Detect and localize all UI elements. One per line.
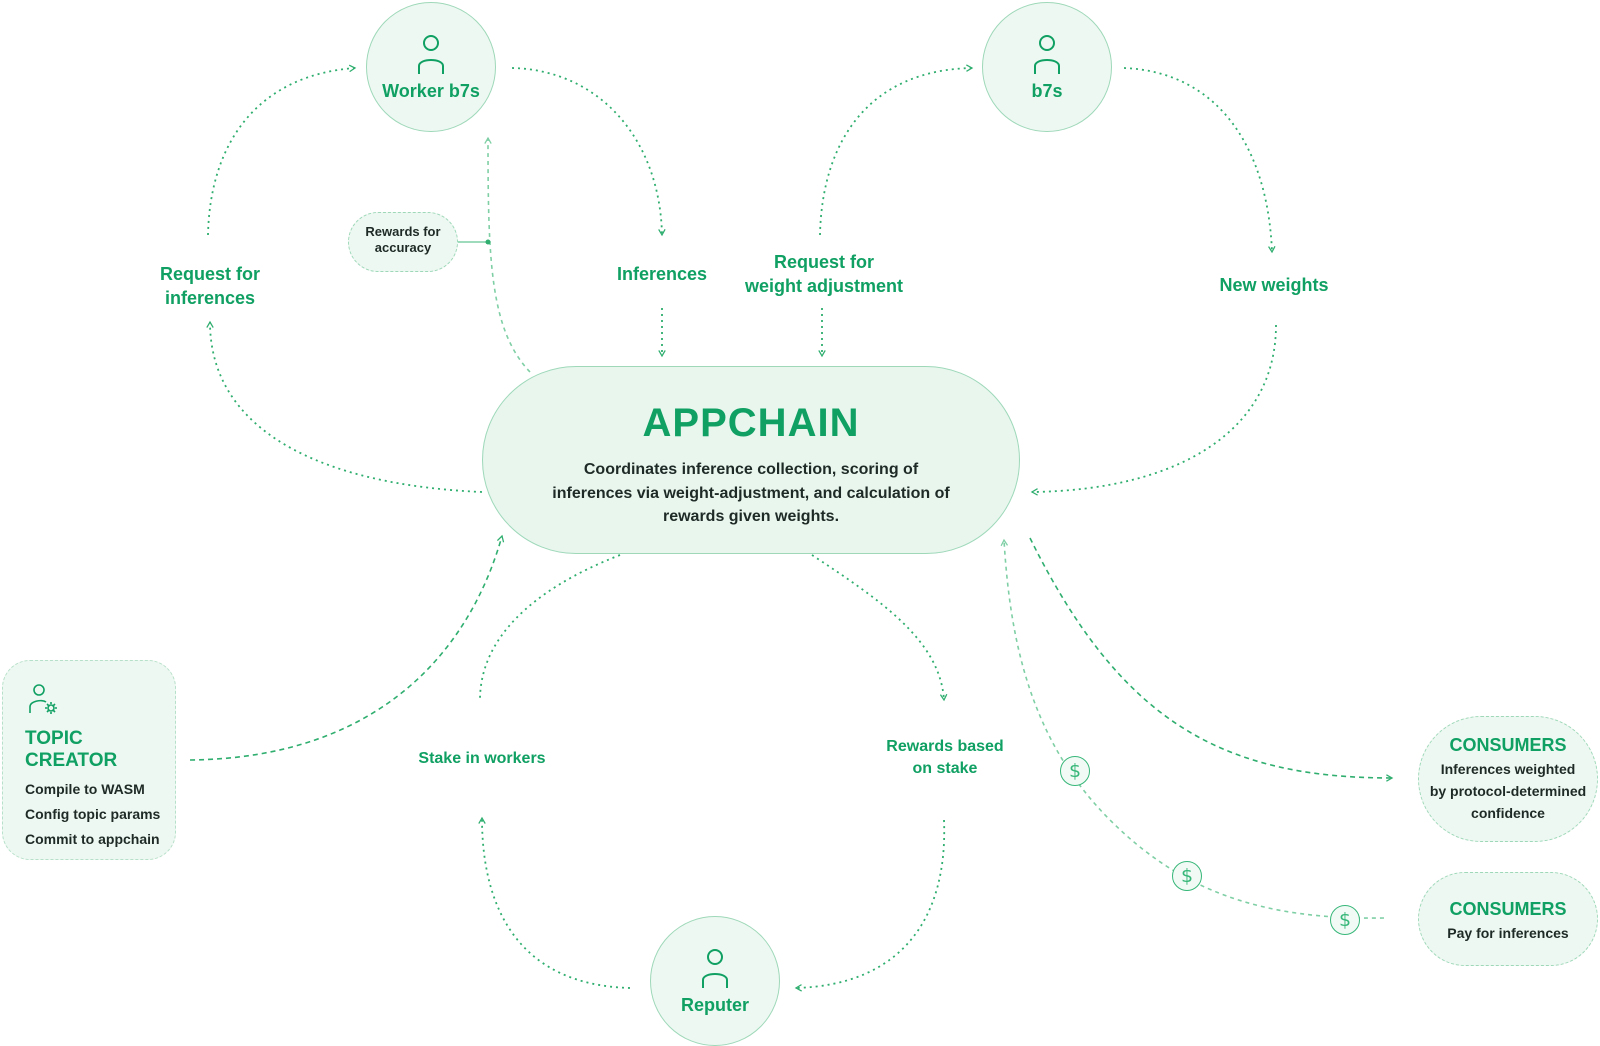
stake-in-workers-label: Stake in workers — [418, 750, 546, 767]
person-icon — [1034, 34, 1060, 74]
request-inferences-line1: Request for — [159, 264, 260, 284]
topic-creator-item: Compile to WASM — [25, 781, 145, 797]
topic-creator-title: TOPIC CREATOR — [25, 728, 118, 771]
arrow-appchain-to-request — [206, 320, 483, 493]
request-inferences-line2: inferences — [164, 288, 256, 308]
request-weight-line1: Request for — [773, 252, 874, 272]
arrow-appchain-to-stake — [479, 554, 621, 701]
arrow-b7s-to-newweights — [1123, 67, 1276, 254]
topic-creator-box: TOPIC CREATOR Compile to WASM Config top… — [2, 660, 176, 860]
person-icon — [418, 34, 444, 74]
arrow-reputer-to-stake — [478, 816, 631, 989]
appchain-description: Coordinates inference collection, scorin… — [552, 461, 950, 525]
reputer-node: Reputer — [650, 916, 780, 1046]
rewards-stake-line2: on stake — [912, 760, 978, 777]
consumers-title: CONSUMERS — [1449, 899, 1567, 919]
rewards-stake-line1: Rewards based — [886, 738, 1004, 755]
inferences-label: Inferences — [616, 264, 708, 284]
appchain-box: APPCHAIN Coordinates inference collectio… — [482, 366, 1020, 554]
dollar-icon: $ — [1172, 861, 1202, 891]
arrow-newweights-to-appchain — [1030, 324, 1277, 496]
consumers-title: CONSUMERS — [1449, 735, 1567, 755]
worker-label: Worker b7s — [382, 80, 480, 101]
rewards-accuracy-line1: Rewards for — [365, 224, 441, 239]
b7s-node: b7s — [982, 2, 1112, 132]
arrow-rewards-to-reputer — [794, 819, 946, 992]
appchain-title: APPCHAIN — [642, 401, 860, 445]
consumers-pay-box: CONSUMERS Pay for inferences — [1418, 872, 1598, 966]
rewards-accuracy-pill: Rewards for accuracy — [348, 212, 458, 272]
request-inferences-label: Request for inferences — [140, 262, 280, 310]
arrow-appchain-to-consumers — [1029, 537, 1394, 782]
arrow-appchain-to-worker — [484, 136, 531, 373]
new-weights-label: New weights — [1219, 275, 1329, 295]
request-weight-line2: weight adjustment — [744, 276, 903, 296]
topic-creator-item: Config topic params — [25, 806, 161, 822]
request-weight-label: Request for weight adjustment — [740, 250, 908, 298]
arrow-request-to-b7s — [819, 64, 974, 236]
consumers-weighted-box: CONSUMERS Inferences weighted by protoco… — [1418, 716, 1598, 842]
dollar-icon: $ — [1060, 756, 1090, 786]
rewards-accuracy-line2: accuracy — [374, 240, 432, 255]
arrow-appchain-to-rewards — [811, 554, 948, 702]
arrow-payment-to-appchain — [1000, 538, 1385, 919]
consumers-desc-line: Inferences weighted — [1440, 761, 1576, 777]
b7s-label: b7s — [1031, 80, 1063, 101]
person-icon — [702, 948, 728, 988]
consumers-desc-line: Pay for inferences — [1447, 925, 1569, 941]
consumers-desc-line: by protocol-determined — [1429, 783, 1587, 799]
rewards-stake-label: Rewards based on stake — [880, 736, 1010, 780]
worker-node: Worker b7s — [366, 2, 496, 132]
reputer-label: Reputer — [680, 994, 749, 1015]
arrow-request-to-worker — [207, 64, 357, 236]
person-gear-icon — [29, 684, 57, 714]
topic-creator-item: Commit to appchain — [25, 831, 160, 847]
consumers-desc-line: confidence — [1471, 805, 1545, 821]
arrow-worker-to-inferences — [511, 67, 666, 237]
arrow-topic-to-appchain — [189, 534, 505, 761]
dollar-icon: $ — [1330, 905, 1360, 935]
